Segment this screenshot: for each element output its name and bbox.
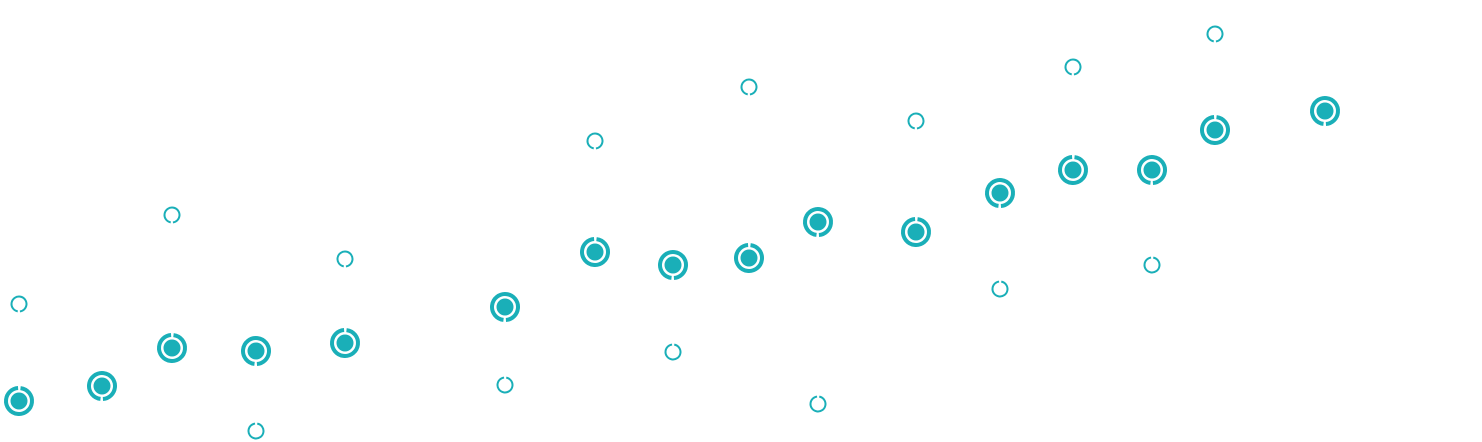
- data-point-1: [87, 371, 117, 401]
- point-marker: [586, 243, 604, 261]
- bound-marker: [740, 78, 758, 96]
- data-point-5: [490, 292, 520, 394]
- data-point-11: [985, 178, 1015, 298]
- data-point-4: [330, 250, 360, 359]
- bound-marker: [1206, 25, 1224, 43]
- data-point-0: [4, 295, 34, 416]
- bound-marker: [1064, 58, 1082, 76]
- point-marker: [10, 392, 28, 410]
- point-marker: [907, 223, 925, 241]
- point-ring: [1310, 96, 1340, 126]
- point-marker: [93, 377, 111, 395]
- bound-marker: [991, 280, 1009, 298]
- point-ring: [157, 333, 187, 363]
- bound-marker: [336, 250, 354, 268]
- bound-marker: [1143, 256, 1161, 274]
- point-marker: [809, 213, 827, 231]
- data-point-3: [241, 336, 271, 440]
- data-point-9: [802, 207, 833, 413]
- bound-marker: [907, 112, 925, 130]
- data-point-15: [1310, 96, 1340, 126]
- point-marker: [496, 298, 514, 316]
- bound-marker: [163, 206, 181, 224]
- point-marker: [163, 339, 181, 357]
- point-marker: [1143, 161, 1161, 179]
- data-point-2: [157, 206, 187, 363]
- data-point-12: [1058, 58, 1088, 185]
- point-marker: [1064, 161, 1082, 179]
- point-marker: [664, 256, 682, 274]
- point-ring: [4, 386, 34, 416]
- data-point-8: [734, 78, 764, 273]
- bound-marker: [809, 395, 827, 413]
- point-ring: [241, 336, 271, 366]
- point-marker: [1206, 121, 1224, 139]
- data-point-13: [1137, 155, 1167, 274]
- data-point-10: [901, 112, 931, 247]
- point-marker: [336, 334, 354, 352]
- data-point-14: [1200, 25, 1230, 145]
- bound-marker: [10, 295, 28, 313]
- point-ring: [330, 328, 360, 359]
- point-marker: [740, 249, 758, 267]
- point-marker: [991, 184, 1009, 202]
- bound-marker: [496, 376, 514, 394]
- bound-marker: [586, 132, 604, 150]
- bound-marker: [247, 422, 265, 440]
- point-ring: [1058, 155, 1088, 185]
- point-ring: [1200, 115, 1230, 145]
- point-ring: [87, 371, 117, 401]
- bound-marker: [664, 343, 682, 361]
- point-marker: [247, 342, 265, 360]
- data-point-6: [580, 132, 610, 267]
- point-ring: [490, 292, 520, 322]
- point-ring: [1137, 155, 1167, 185]
- data-point-7: [658, 250, 688, 361]
- point-marker: [1316, 102, 1334, 120]
